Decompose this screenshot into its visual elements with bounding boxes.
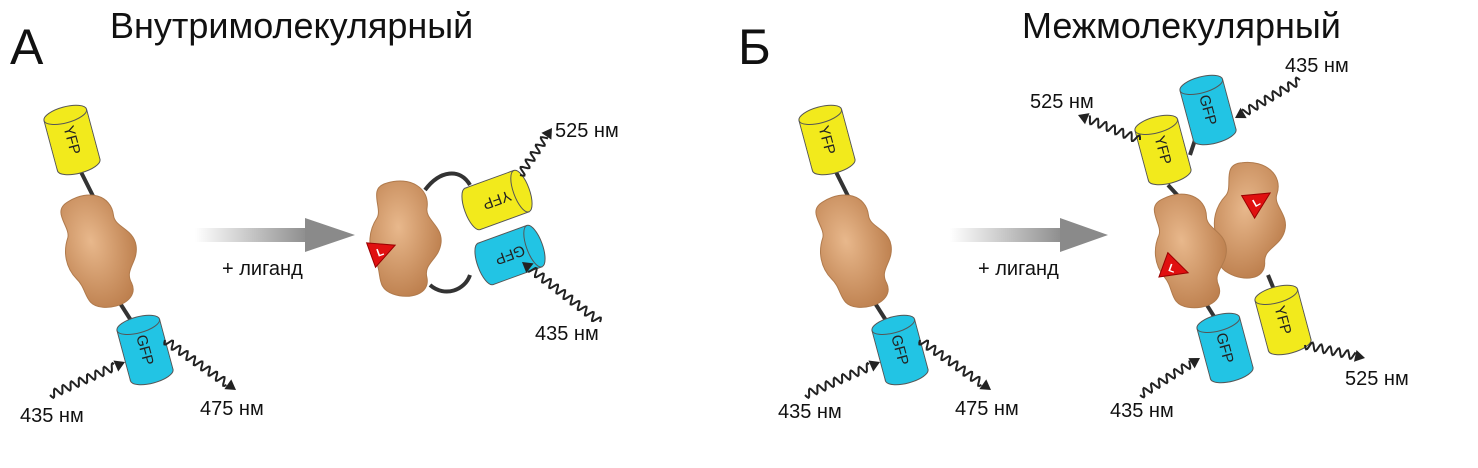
protein-domain — [1213, 161, 1286, 279]
wavelength-label: 435 нм — [778, 401, 842, 423]
arrowhead-icon — [522, 262, 534, 273]
gfp-fluorophore: GFP — [116, 314, 174, 386]
arrowhead-icon — [1235, 107, 1247, 119]
ligand-mark: L — [1167, 262, 1178, 276]
wavelength-label: 525 нм — [555, 120, 619, 142]
wavelength-label: 435 нм — [1285, 55, 1349, 77]
yfp-label: YFP — [1151, 134, 1175, 167]
yfp-fluorophore: YFP — [1254, 284, 1312, 356]
yfp-fluorophore: YFP — [43, 104, 101, 176]
arrowhead-icon — [1353, 350, 1365, 362]
light-wave — [1139, 360, 1192, 399]
ligand: L — [1158, 251, 1190, 278]
arrowhead-icon — [979, 379, 991, 390]
gfp-fluorophore: GFP — [1196, 312, 1254, 384]
protein-domain — [815, 194, 892, 308]
yfp-fluorophore: YFP — [1134, 114, 1192, 186]
linker — [423, 171, 472, 192]
gfp-fluorophore: GFP — [1179, 74, 1237, 146]
light-wave — [519, 136, 549, 177]
reaction-arrow-a — [195, 218, 355, 252]
yfp-label: YFP — [815, 124, 839, 157]
arrowhead-icon — [868, 360, 880, 372]
ligand-add-label-b: + лиганд — [978, 258, 1059, 280]
wavelength-label: 435 нм — [20, 405, 84, 427]
yfp-fluorophore: YFP — [461, 169, 533, 231]
light-wave — [163, 339, 227, 388]
gfp-fluorophore: GFP — [474, 224, 546, 286]
protein-domain — [1153, 193, 1227, 309]
ligand: L — [1240, 192, 1272, 220]
arrowhead-icon — [1078, 113, 1090, 125]
light-wave — [804, 361, 870, 400]
light-wave — [1241, 76, 1301, 116]
yfp-label: YFP — [1271, 304, 1295, 337]
arrowhead-icon — [224, 379, 236, 390]
light-wave — [49, 361, 115, 400]
light-wave — [1088, 115, 1141, 142]
arrowhead-icon — [541, 128, 552, 140]
panel-title-intramolecular: Внутримолекулярный — [110, 5, 473, 46]
yfp-label: YFP — [60, 124, 84, 157]
panel-letter-b: Б — [738, 19, 771, 75]
wavelength-label: 525 нм — [1030, 91, 1094, 113]
panel-letter-a: А — [10, 19, 44, 75]
ligand-add-label-a: + лиганд — [222, 258, 303, 280]
protein-domain — [60, 194, 137, 308]
panel-title-intermolecular: Межмолекулярный — [1022, 5, 1341, 46]
light-wave — [527, 266, 602, 323]
light-wave — [1304, 341, 1357, 360]
wavelength-label: 525 нм — [1345, 368, 1409, 390]
protein-domain — [369, 180, 442, 297]
arrowhead-icon — [113, 360, 125, 372]
wavelength-label: 475 нм — [955, 398, 1019, 420]
wavelength-label: 435 нм — [535, 323, 599, 345]
gfp-fluorophore: GFP — [871, 314, 929, 386]
ligand: L — [365, 242, 397, 269]
reaction-arrow-b — [950, 218, 1108, 252]
wavelength-label: 475 нм — [200, 398, 264, 420]
ligand-mark: L — [375, 246, 386, 260]
light-wave — [918, 339, 982, 388]
linker — [428, 274, 472, 294]
wavelength-label: 435 нм — [1110, 400, 1174, 422]
arrowhead-icon — [1188, 358, 1200, 369]
yfp-fluorophore: YFP — [798, 104, 856, 176]
